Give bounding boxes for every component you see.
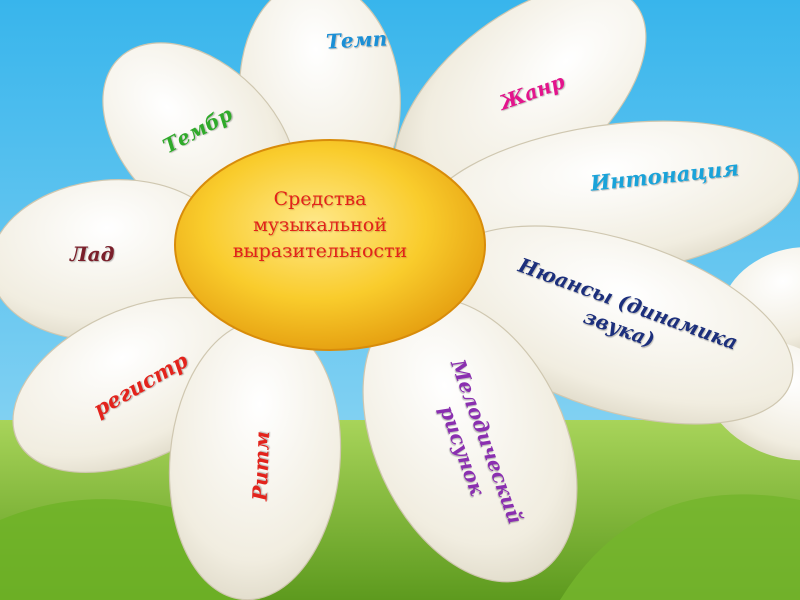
flower-core <box>174 139 486 351</box>
label-tempo: Темп <box>325 26 388 54</box>
label-rhythm: Ритм <box>247 430 275 502</box>
label-mode: Лад <box>70 242 115 266</box>
center-title: Средства музыкальной выразительности <box>232 188 408 262</box>
grass-blade-right <box>560 494 800 600</box>
